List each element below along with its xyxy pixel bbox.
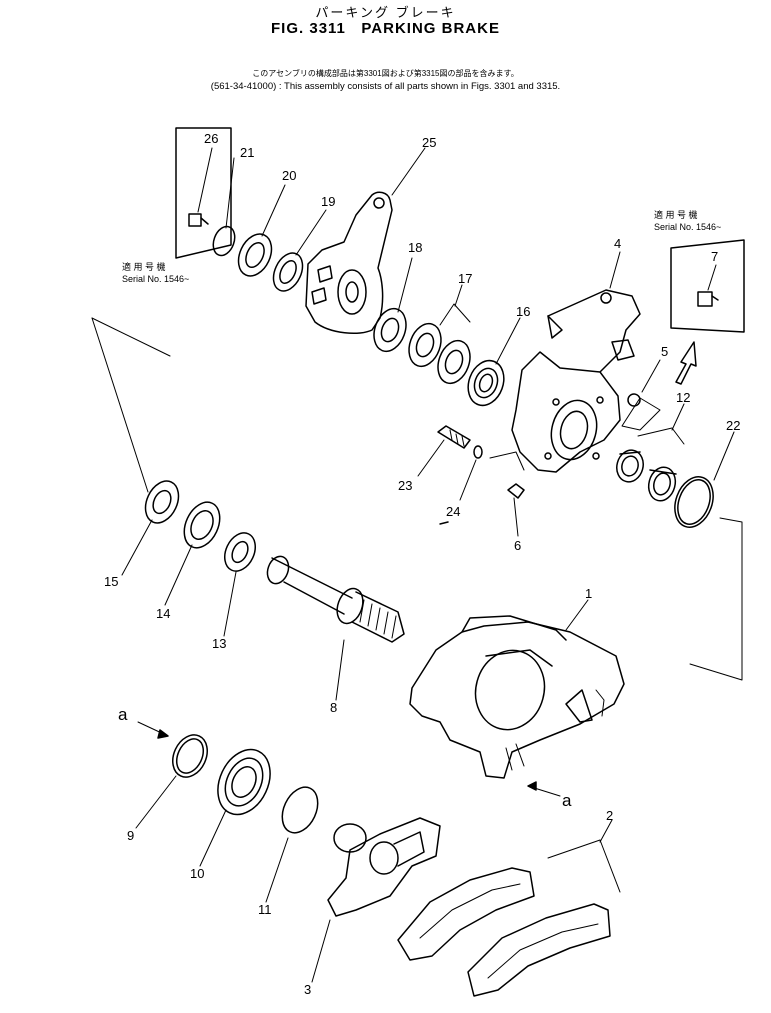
callout-numbers: 1 2 3 4 5 6 7 8 9 10 11 12 13 14 15 16 1…	[104, 131, 740, 997]
part-14-seal	[164, 501, 221, 606]
callout-21: 21	[240, 145, 254, 160]
callout-8: 8	[330, 700, 337, 715]
callout-2: 2	[606, 808, 613, 823]
part-8-camshaft	[266, 555, 405, 701]
part-19-washer	[272, 209, 327, 292]
direction-arrow	[675, 341, 697, 385]
figure-title: FIG. 3311 PARKING BRAKE	[0, 20, 771, 37]
inset-box-right	[670, 239, 745, 333]
part-22-o-ring	[674, 431, 735, 528]
callout-4: 4	[614, 236, 621, 251]
callout-13: 13	[212, 636, 226, 651]
assembly-bracket-lines	[91, 317, 743, 681]
part-1-caliper-body	[409, 599, 625, 779]
callout-25: 25	[422, 135, 436, 150]
part-18-washer	[373, 257, 413, 353]
section-mark-a-right: a	[562, 791, 572, 810]
callout-19: 19	[321, 194, 335, 209]
figure-number: FIG. 3311	[271, 20, 346, 37]
part-6-grease-fitting	[489, 451, 525, 537]
part-11-snap-ring	[265, 786, 319, 903]
part-23-bolt	[417, 425, 471, 477]
callout-1: 1	[585, 586, 592, 601]
part-12-bushings	[616, 403, 685, 502]
serial-note-left-en: Serial No. 1546~	[122, 274, 189, 284]
callout-18: 18	[408, 240, 422, 255]
part-10-seal	[199, 748, 271, 867]
section-arrows	[137, 721, 561, 797]
callout-12: 12	[676, 390, 690, 405]
callout-14: 14	[156, 606, 170, 621]
part-20-washer	[237, 184, 286, 277]
callout-6: 6	[514, 538, 521, 553]
part-13-washer	[223, 532, 256, 637]
callout-17: 17	[458, 271, 472, 286]
callout-24: 24	[446, 504, 460, 519]
part-25-adjuster-arm	[305, 147, 426, 335]
part-5-nut	[621, 359, 661, 431]
serial-note-right-jp: 適 用 号 機	[654, 209, 698, 220]
callout-20: 20	[282, 168, 296, 183]
section-letters: a a	[118, 705, 572, 810]
part-17-washers	[408, 284, 471, 385]
inset-box-left	[175, 127, 232, 259]
section-mark-a-left: a	[118, 705, 128, 724]
part-3-shoe	[311, 817, 441, 983]
assembly-note-japanese: このアセンブリの構成部品は第3301図および第3315図の部品を含みます。	[252, 69, 519, 78]
serial-note-left-jp: 適 用 号 機	[122, 261, 166, 272]
callout-15: 15	[104, 574, 118, 589]
part-9-ring	[135, 734, 208, 829]
part-24-washer	[439, 445, 483, 525]
callout-11: 11	[258, 902, 272, 917]
serial-note-right-en: Serial No. 1546~	[654, 222, 721, 232]
part-15-washer	[121, 480, 180, 576]
part-2-brake-pads	[397, 819, 621, 997]
serial-notes: 適 用 号 機 Serial No. 1546~ 適 用 号 機 Serial …	[122, 209, 721, 284]
callout-16: 16	[516, 304, 530, 319]
part-4-bracket-housing	[511, 251, 641, 473]
part-16-bearing	[467, 317, 521, 407]
title-japanese: パーキング ブレーキ	[315, 5, 456, 20]
callout-3: 3	[304, 982, 311, 997]
assembly-note-english: (561-34-41000) : This assembly consists …	[210, 81, 561, 92]
part-21-snap-ring	[212, 157, 236, 257]
callout-10: 10	[190, 866, 204, 881]
callout-9: 9	[127, 828, 134, 843]
callout-23: 23	[398, 478, 412, 493]
callout-5: 5	[661, 344, 668, 359]
callout-22: 22	[726, 418, 740, 433]
callout-7: 7	[711, 249, 718, 264]
figure-name: PARKING BRAKE	[361, 20, 500, 37]
callout-26: 26	[204, 131, 218, 146]
